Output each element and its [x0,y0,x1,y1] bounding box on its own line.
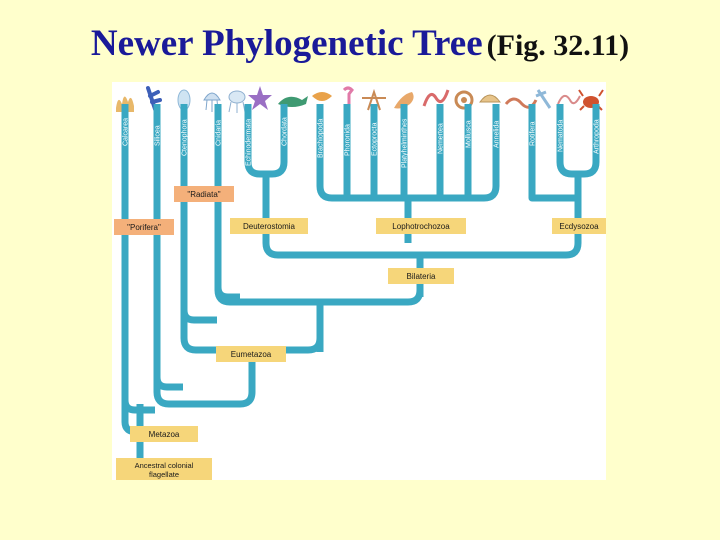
clade-radiata: "Radiata" [174,186,234,202]
branch-lophotrochozoa-inner [343,104,472,198]
phylogenetic-tree-figure: Calcarea Silicea Ctenophora Cnidaria Ech… [112,82,606,480]
taxon-label: Mollusca [466,120,473,148]
clade-eumetazoa: Eumetazoa [216,346,286,362]
taxon-label: Nematoda [558,120,565,152]
clade-porifera-label: "Porifera" [127,223,161,232]
slide-title: Newer Phylogenetic Tree (Fig. 32.11) [0,22,720,65]
clade-labels: "Radiata" "Porifera" Deuterostomia Lopho… [114,186,606,480]
phoronid-illustration [342,86,354,112]
taxon-label: Rotifera [530,121,537,146]
clam-illustration [479,94,501,103]
clade-metazoa-label: Metazoa [149,430,180,439]
clade-lophotrochozoa-label: Lophotrochozoa [392,222,450,231]
taxon-label: Silicea [155,125,162,146]
taxon-label: Ectoprocta [372,122,379,156]
taxon-label: Annelida [494,121,501,148]
taxon-label: Phoronida [345,124,352,156]
clade-metazoa: Metazoa [130,426,198,442]
branch-metazoa-join [153,332,256,408]
clade-deuterostomia-label: Deuterostomia [243,222,296,231]
taxon-label: Nemertea [438,123,445,154]
nematode-illustration [557,94,581,105]
jellyfish-illustration [203,92,221,112]
brachiopod-illustration [312,92,332,101]
taxon-label: Ctenophora [182,119,189,156]
clade-deuterostomia: Deuterostomia [230,218,308,234]
ancestor-label-line2: flagellate [149,470,179,479]
taxon-label: Cnidaria [216,120,223,146]
taxon-label: Calcarea [123,118,130,146]
bryozoan-illustration [362,88,386,111]
sea-star-illustration [248,86,272,110]
slide-title-main: Newer Phylogenetic Tree [90,23,483,64]
clade-ecdysozoa: Ecdysozoa [552,218,606,234]
clade-bilateria: Bilateria [388,268,454,284]
clade-lophotrochozoa: Lophotrochozoa [376,218,466,234]
slide-figure-reference: (Fig. 32.11) [486,29,630,62]
clade-eumetazoa-label: Eumetazoa [231,350,272,359]
clade-ecdysozoa-label: Ecdysozoa [559,222,599,231]
ancestor-label-line1: Ancestral colonial [135,461,194,470]
clade-ancestral-colonial-flagellate: Ancestral colonial flagellate [116,458,212,480]
clade-porifera: "Porifera" [114,219,174,235]
clade-radiata-label: "Radiata" [187,190,220,199]
branch-eumetazoa-join [214,257,424,306]
taxon-label: Chordata [282,117,289,146]
taxon-label: Echinodermata [246,119,253,166]
phylogenetic-tree-svg: Calcarea Silicea Ctenophora Cnidaria Ech… [112,82,606,480]
rotifer-illustration [535,89,552,109]
branch-eumetazoa-join-2 [180,282,324,354]
clade-bilateria-label: Bilateria [407,272,436,281]
tree-branches [121,104,600,462]
taxon-label: Brachiopoda [318,119,325,158]
snail-illustration [454,90,474,110]
flatworm-illustration [394,92,414,109]
ribbon-worm-illustration [422,89,450,107]
taxon-label: Platyhelminthes [402,118,409,168]
taxon-label: Arthropoda [594,119,601,154]
taxon-labels: Calcarea Silicea Ctenophora Cnidaria Ech… [123,117,601,168]
branch-rotifera [528,104,582,202]
figure-background [112,82,606,480]
